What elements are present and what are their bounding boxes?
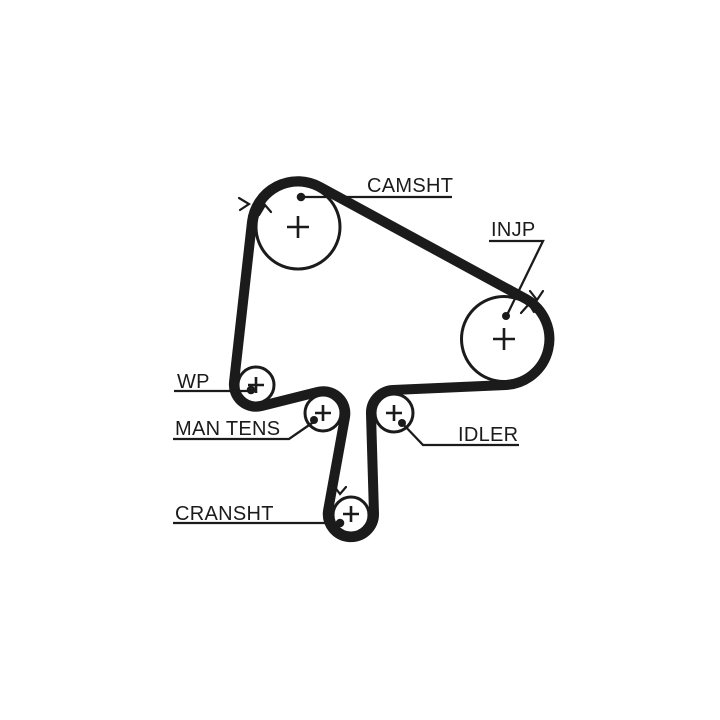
callout-dot-idler: [398, 419, 406, 427]
callout-dot-camshaft: [296, 192, 306, 202]
timing-belt-path: [228, 176, 555, 543]
callout-dot-manual-tensioner: [310, 416, 318, 424]
label-idler: IDLER: [458, 424, 518, 446]
cross-water-pump: [248, 377, 264, 393]
callout-dot-injection-pump: [502, 312, 510, 320]
pulley-center-crosses: [248, 216, 515, 522]
belt-direction-arrow-icon: [519, 302, 536, 315]
callout-dot-crankshaft: [335, 518, 345, 528]
callout-dot-water-pump: [246, 385, 256, 395]
cross-manual-tensioner: [315, 405, 331, 421]
callout-line-manual-tensioner: [173, 420, 316, 441]
cross-idler: [386, 405, 402, 421]
labels: CAMSHT INJP WP MAN TENS IDLER CRANSHT: [175, 175, 536, 525]
callout-line-idler: [401, 422, 519, 447]
label-injection-pump: INJP: [491, 219, 536, 241]
belt-direction-arrow-icon: [332, 484, 348, 496]
callout-dots: [246, 192, 510, 528]
cross-injection-pump: [493, 328, 515, 350]
label-crankshaft: CRANSHT: [175, 503, 274, 525]
cross-crankshaft: [343, 506, 359, 522]
callout-lines: [173, 195, 545, 525]
belt-direction-arrow-icon: [237, 196, 252, 212]
label-manual-tensioner: MAN TENS: [175, 418, 280, 440]
belt-direction-arrow-icon: [528, 289, 545, 302]
belt-direction-arrows: [237, 196, 545, 496]
diagram-root: CAMSHT INJP WP MAN TENS IDLER CRANSHT: [173, 175, 555, 543]
belt-direction-arrow-icon: [257, 203, 273, 217]
callout-line-injection-pump: [489, 239, 545, 316]
cross-camshaft: [287, 216, 309, 238]
label-camshaft: CAMSHT: [367, 175, 453, 197]
label-water-pump: WP: [177, 371, 210, 393]
